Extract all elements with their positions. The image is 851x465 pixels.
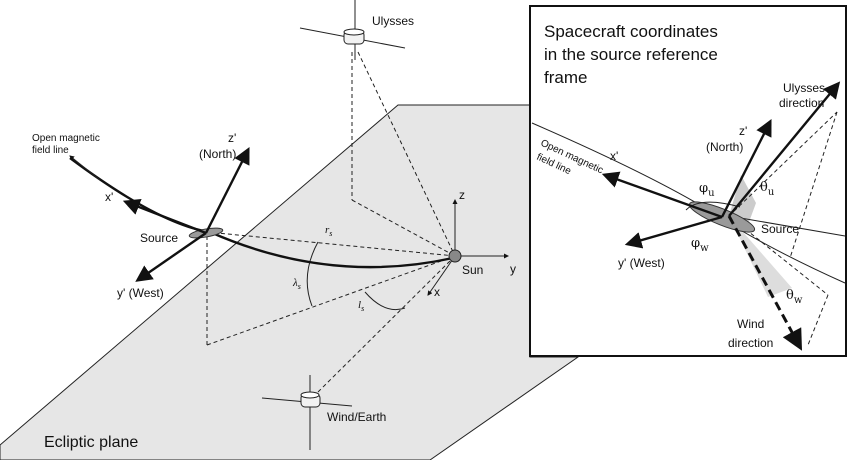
source-label: Source: [140, 231, 178, 245]
x-prime-axis: [122, 199, 207, 235]
open-field-line: [69, 157, 454, 269]
z-prime-axis: [204, 147, 250, 234]
ulysses-projection-base: [351, 199, 456, 257]
inset-theta-w-label: θw: [786, 288, 803, 306]
l-arc: [364, 291, 406, 311]
sun-icon: [448, 249, 462, 263]
inset-x-prime-label: x': [610, 149, 618, 163]
sun-label: Sun: [462, 263, 483, 277]
sun-z-label: z: [459, 188, 465, 202]
inset-z-prime-label: z': [739, 124, 747, 138]
l-s-label: ls: [358, 299, 364, 313]
wind-earth-spacecraft-icon: [261, 375, 353, 450]
inset-wind-dir-line1: Wind: [737, 317, 764, 331]
sun-y-label: y: [510, 262, 516, 276]
inset-north-label: (North): [706, 140, 743, 154]
wind-guide-vertical: [807, 294, 829, 346]
ulysses-sun-line: [357, 51, 456, 257]
sun-x-label: x: [434, 285, 440, 299]
open-field-label-line1: Open magnetic: [32, 133, 100, 144]
inset-title-line1: Spacecraft coordinates: [544, 22, 718, 41]
ulysses-spacecraft-icon: [299, 0, 406, 60]
inset-wind-direction: [727, 215, 803, 351]
sun-x-axis: [427, 255, 456, 296]
inset-y-prime-axis: [624, 215, 723, 249]
y-prime-axis: [135, 232, 207, 282]
inset-ulysses-dir-line2: direction: [779, 96, 824, 110]
lambda-s-label: λs: [292, 277, 301, 291]
field-line-arrow: [69, 155, 101, 181]
inset-phi-u-label: φu: [699, 181, 715, 199]
projection-baseline: [206, 255, 456, 346]
inset-ulysses-dir-line1: Ulysses: [783, 81, 825, 95]
inset-wind-dir-line2: direction: [728, 336, 773, 350]
inset-y-prime-west-label: y' (West): [618, 256, 665, 270]
inset-title-line3: frame: [544, 68, 587, 87]
r-s-label: rs: [325, 224, 332, 238]
theta-w-sector: [729, 216, 792, 297]
ulysses-guide-line: [728, 111, 838, 217]
north-label: (North): [199, 147, 236, 161]
ulysses-guide-vertical: [789, 111, 838, 259]
x-prime-label: x': [105, 190, 113, 204]
inset-x-prime-axis: [601, 171, 723, 219]
wind-earth-label: Wind/Earth: [327, 410, 386, 424]
ecliptic-plane-label: Ecliptic plane: [44, 434, 138, 451]
inset-source-baseline: [728, 215, 846, 237]
inset-phi-w-label: φw: [691, 236, 709, 254]
inset-z-prime-axis: [720, 119, 772, 218]
wind-sun-line: [317, 257, 454, 393]
inset-theta-u-label: θu: [760, 180, 775, 198]
lambda-arc: [306, 241, 319, 307]
y-prime-west-label: y' (West): [117, 286, 164, 300]
inset-source-label: Source: [761, 222, 799, 236]
open-field-label-line2: field line: [32, 145, 69, 156]
ulysses-label: Ulysses: [372, 14, 414, 28]
inset-source-ellipse-top: [685, 201, 741, 211]
inset-title-line2: in the source reference: [544, 45, 718, 64]
inset-frame: [529, 5, 847, 357]
ecliptic-plane: [0, 104, 580, 461]
z-prime-label: z': [228, 131, 236, 145]
inset-ulysses-direction: [728, 81, 841, 217]
